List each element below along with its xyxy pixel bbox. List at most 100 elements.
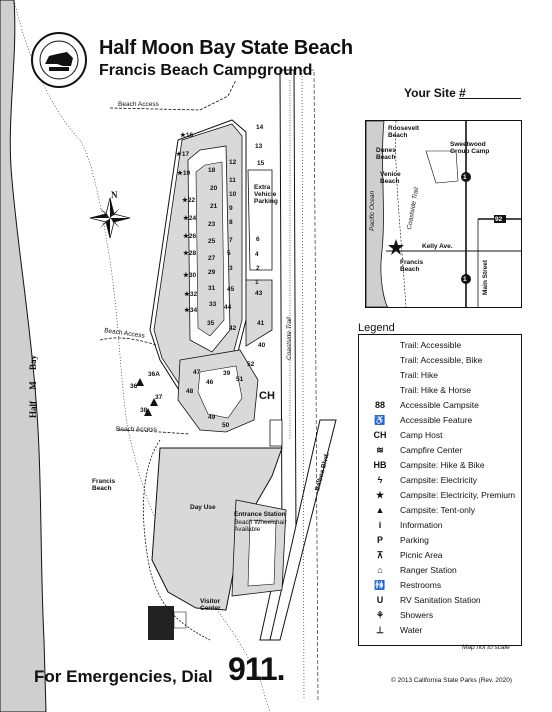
campsite-number: 42: [229, 325, 237, 332]
legend-symbol-icon: CH: [373, 430, 387, 440]
your-site-label: Your Site #: [404, 86, 466, 100]
campsite-number: 47: [193, 369, 201, 376]
campsite-number: 11: [229, 177, 236, 184]
campsite-number: ★30: [183, 272, 197, 279]
legend-symbol-icon: ⚘: [375, 610, 385, 620]
campsite-number: 7: [229, 237, 233, 244]
legend-symbol-icon: [363, 368, 397, 383]
legend-title: Legend: [358, 322, 395, 334]
legend-item: 🚻Restrooms: [359, 578, 521, 593]
legend-item-label: Campsite: Electricity: [400, 475, 477, 485]
legend-item: Trail: Hike: [359, 368, 521, 383]
extra-vehicle-parking-label: Extra Vehicle Parking: [254, 184, 278, 205]
legend-item: ⊼ Picnic Area: [359, 548, 521, 563]
campsite-number: 18: [208, 167, 216, 174]
inset-label-kelly: Kelly Ave.: [422, 243, 453, 250]
campsite-number: 51: [236, 376, 244, 383]
legend-symbol-icon: P: [376, 535, 383, 545]
campsite-number: 21: [210, 203, 218, 210]
beach-wheelchair-label: Beach Wheelchair Available: [234, 519, 287, 533]
legend-item-label: Trail: Hike: [400, 370, 438, 380]
beach-access-top-label: Beach Access: [118, 101, 159, 108]
not-to-scale-note: Map not to scale: [462, 644, 510, 651]
legend-item: ⚘Showers: [359, 608, 521, 623]
campsite-number: ★22: [182, 197, 196, 204]
page-title: Half Moon Bay State Beach: [99, 37, 353, 59]
compass-rose-icon: [89, 197, 131, 239]
legend-symbol-icon: ⊼: [376, 550, 384, 560]
legend-symbol-icon: [363, 353, 397, 368]
campsite-number: 41: [257, 320, 265, 327]
legend-item-label: Trail: Accessible: [400, 340, 462, 350]
legend-item-label: Campsite: Tent-only: [400, 505, 475, 515]
campsite-number: 40: [258, 342, 266, 349]
campsite-number: ★17: [176, 151, 190, 158]
inset-shield-1a: 1: [463, 174, 467, 181]
inset-label-pacific: Pacific Ocean: [369, 190, 376, 231]
legend-symbol-icon: 88: [374, 400, 385, 410]
campsite-number: 3: [229, 265, 233, 272]
visitor-center-label: Visitor Center: [200, 598, 221, 612]
legend-item: ⌂ Ranger Station: [359, 563, 521, 578]
emergency-number: 911.: [228, 651, 286, 687]
campsite-number: 5: [227, 250, 231, 257]
inset-shield-1b: 1: [463, 276, 467, 283]
campsite-number: 6: [256, 236, 260, 243]
legend-symbol-icon: ⌂: [377, 565, 383, 575]
campsite-number: 38: [140, 407, 148, 414]
campsite-number: 46: [206, 379, 214, 386]
campsite-number: 44: [224, 304, 232, 311]
campsite-number: ★32: [184, 291, 198, 298]
campsite-number: 10: [229, 191, 237, 198]
legend-item: ▲ Campsite: Tent-only: [359, 503, 521, 518]
campsite-number: 43: [255, 290, 263, 297]
inset-map-svg: [366, 121, 521, 307]
campsite-number: 37: [155, 394, 163, 401]
legend-item-label: Trail: Hike & Horse: [400, 385, 472, 395]
legend-item: Trail: Accessible: [359, 338, 521, 353]
campsite-number: 9: [229, 205, 233, 212]
legend-item-label: Campsite: Electricity, Premium: [400, 490, 516, 500]
california-state-parks-logo: [31, 32, 87, 88]
campsite-number: ★26: [183, 233, 197, 240]
legend-symbol-icon: HB: [373, 460, 387, 470]
campsite-number: 15: [257, 160, 265, 167]
campsite-number: 14: [256, 124, 264, 131]
legend-symbol-icon: ♿: [374, 415, 386, 425]
campsite-number: 35: [207, 320, 215, 327]
legend-item: 88 Accessible Campsite: [359, 398, 521, 413]
campsite-number: 49: [208, 414, 216, 421]
legend-item-label: RV Sanitation Station: [400, 595, 481, 605]
legend-item: ★Campsite: Electricity, Premium: [359, 488, 521, 503]
legend-item-label: Parking: [400, 535, 429, 545]
legend-symbol-icon: [363, 338, 397, 353]
campsite-number: 1: [255, 279, 259, 286]
legend-symbol-icon: 🚻: [374, 580, 386, 590]
legend-item-label: Accessible Campsite: [400, 400, 479, 410]
legend-item-label: Accessible Feature: [400, 415, 473, 425]
legend-item: ϟ Campsite: Electricity: [359, 473, 521, 488]
campsite-number: 33: [209, 301, 217, 308]
campsite-number: 29: [208, 269, 216, 276]
legend-item-label: Camp Host: [400, 430, 443, 440]
campsite-number: 36A: [148, 371, 160, 378]
beach-access-low-label: Beach Access: [116, 426, 157, 433]
legend-item-label: Ranger Station: [400, 565, 457, 575]
legend-item: ♿ Accessible Feature: [359, 413, 521, 428]
campsite-number: 48: [186, 388, 194, 395]
legend-item: ≋Campfire Center: [359, 443, 521, 458]
legend-symbol-icon: ϟ: [377, 475, 383, 485]
legend-item-label: Water: [400, 625, 423, 635]
legend-symbol-icon: ▲: [375, 505, 385, 515]
legend-item-label: Picnic Area: [400, 550, 443, 560]
